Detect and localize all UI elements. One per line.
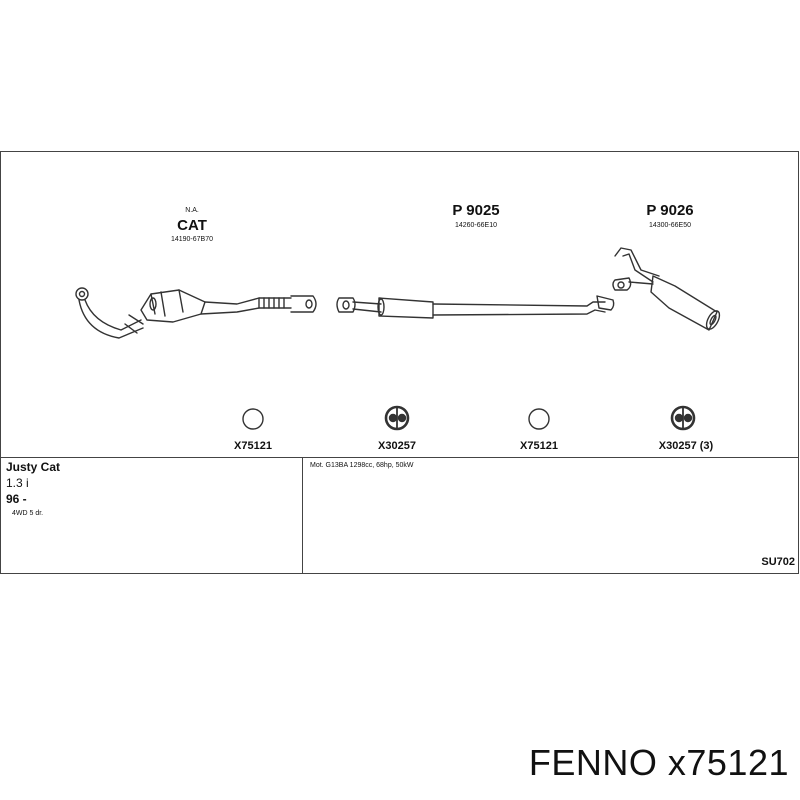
- p9025-partno: 14260-66E10: [454, 222, 498, 229]
- rubber-hanger-icon: [670, 405, 696, 431]
- exhaust-diagram: N.A. CAT 14190-67B70 P 9025 14260-66E10 …: [1, 152, 798, 457]
- cat-partno: 14190-67B70: [170, 236, 214, 243]
- p9025-title: P 9025: [452, 202, 500, 219]
- vehicle-body: 4WD 5 dr.: [12, 510, 44, 517]
- mounting-code: X30257 (3): [658, 440, 714, 452]
- p9026-title: P 9026: [646, 202, 694, 219]
- brand-caption: FENNO x75121: [528, 742, 789, 783]
- vehicle-model: Justy Cat: [6, 460, 61, 474]
- rear-silencer-icon: [612, 247, 721, 331]
- mounting-code: X75121: [234, 440, 272, 452]
- ring-gasket-icon: [242, 408, 264, 430]
- ring-gasket-icon: [528, 408, 550, 430]
- vehicle-year: 96 -: [6, 492, 27, 506]
- mounting-icons: [242, 405, 696, 431]
- divider-horizontal: [1, 457, 798, 458]
- exhaust-parts-drawing: [75, 247, 721, 431]
- rubber-hanger-icon: [384, 405, 410, 431]
- mounting-code: X75121: [520, 440, 558, 452]
- catalytic-converter-icon: [75, 287, 317, 339]
- vehicle-engine: 1.3 i: [6, 476, 29, 490]
- vehicle-info: Justy Cat 1.3 i 96 - 4WD 5 dr.: [6, 459, 60, 519]
- divider-vertical: [302, 457, 303, 573]
- cat-title: CAT: [177, 217, 207, 234]
- exhaust-system-frame: N.A. CAT 14190-67B70 P 9025 14260-66E10 …: [0, 151, 799, 574]
- motor-spec: Mot. G13BA 1298cc, 68hp, 50kW: [310, 462, 414, 469]
- reference-code: SU702: [761, 556, 795, 568]
- cat-note: N.A.: [185, 207, 199, 214]
- mounting-code: X30257: [378, 440, 416, 452]
- middle-silencer-icon: [336, 295, 615, 319]
- p9026-partno: 14300-66E50: [648, 222, 692, 229]
